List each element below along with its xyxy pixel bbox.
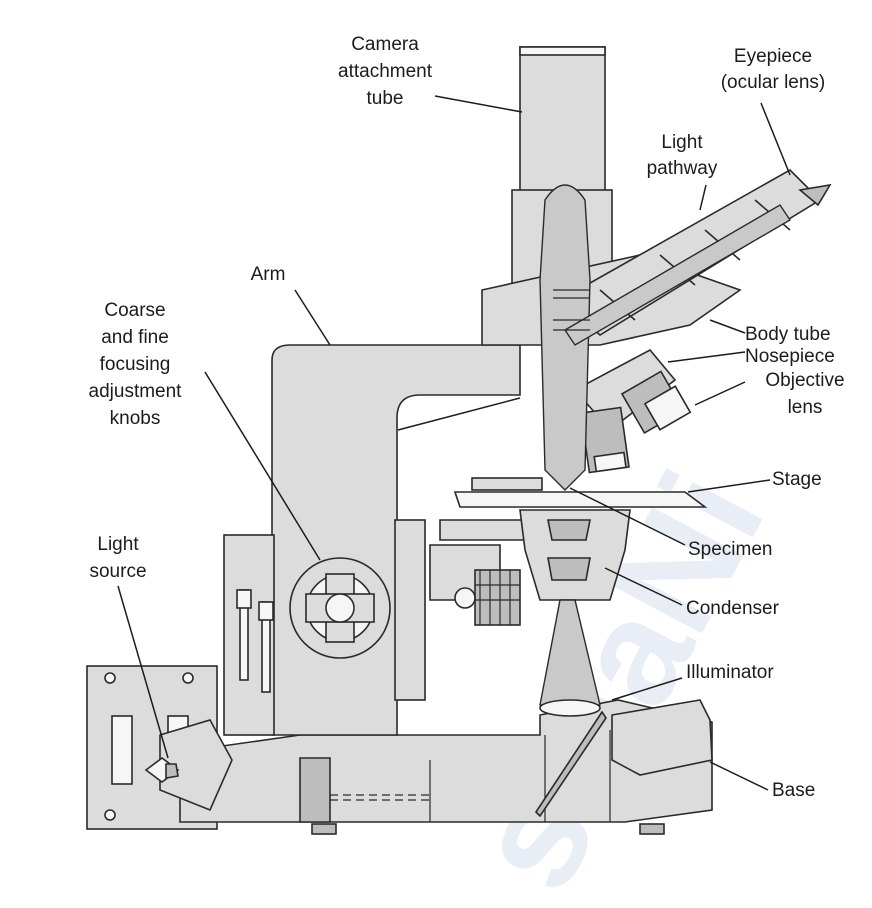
svg-text:Coarse: Coarse	[104, 300, 165, 321]
label-eyepiece: Eyepiece (ocular lens)	[721, 46, 826, 93]
svg-text:pathway: pathway	[647, 158, 718, 179]
svg-text:and fine: and fine	[101, 327, 169, 348]
light-beam	[539, 184, 791, 717]
label-focusing-knobs: Coarse and fine focusing adjustment knob…	[89, 300, 183, 429]
svg-text:knobs: knobs	[110, 408, 161, 429]
label-light-source: Light source	[89, 534, 146, 582]
svg-text:Base: Base	[772, 780, 815, 801]
svg-text:Light: Light	[661, 132, 703, 153]
label-nosepiece: Nosepiece	[745, 346, 835, 367]
nosepiece-objectives	[573, 348, 692, 474]
svg-text:focusing: focusing	[100, 354, 171, 375]
label-condenser: Condenser	[686, 598, 780, 619]
svg-text:Condenser: Condenser	[686, 598, 780, 619]
svg-text:Stage: Stage	[772, 469, 822, 490]
svg-text:Objective: Objective	[765, 370, 844, 391]
label-base: Base	[772, 780, 815, 801]
svg-text:Arm: Arm	[251, 264, 286, 285]
svg-text:Camera: Camera	[351, 34, 419, 55]
label-objective-lens: Objective lens	[765, 370, 844, 418]
svg-text:source: source	[89, 561, 146, 582]
svg-text:Nosepiece: Nosepiece	[745, 346, 835, 367]
svg-text:tube: tube	[367, 88, 404, 109]
label-body-tube: Body tube	[745, 324, 831, 345]
label-light-pathway: Light pathway	[647, 132, 718, 179]
label-illuminator: Illuminator	[686, 662, 774, 683]
condenser-assembly	[519, 509, 631, 601]
svg-text:Body tube: Body tube	[745, 324, 831, 345]
svg-text:Illuminator: Illuminator	[686, 662, 774, 683]
light-source-lamp	[144, 719, 233, 812]
svg-text:Light: Light	[97, 534, 139, 555]
svg-text:(ocular lens): (ocular lens)	[721, 72, 826, 93]
leader-lines	[117, 95, 791, 791]
svg-text:Eyepiece: Eyepiece	[734, 46, 812, 67]
label-specimen: Specimen	[688, 539, 773, 560]
svg-text:lens: lens	[788, 397, 823, 418]
focus-knob	[289, 557, 391, 659]
label-arm: Arm	[251, 264, 286, 285]
svg-text:attachment: attachment	[338, 61, 433, 82]
label-camera-attachment-tube: Camera attachment tube	[338, 34, 433, 109]
svg-text:Specimen: Specimen	[688, 539, 773, 560]
label-stage: Stage	[772, 469, 822, 490]
svg-text:adjustment: adjustment	[89, 381, 183, 402]
